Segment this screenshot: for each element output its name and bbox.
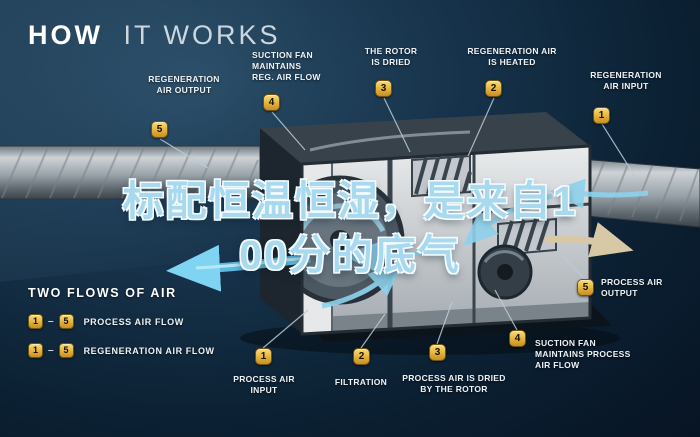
page-title: HOW IT WORKS [28, 20, 281, 51]
legend-badge-end: 5 [58, 314, 74, 329]
legend-badge-end: 5 [58, 343, 74, 358]
heater-panel [411, 154, 472, 198]
callout-badge-2-regen-heated: 2 [485, 80, 502, 97]
chinese-watermark-text: 标配恒温恒湿，是来自1 00分的底气 [0, 174, 700, 282]
legend-label-process-air-flow: PROCESS AIR FLOW [83, 316, 184, 327]
callout-label-process-air-output: PROCESS AIR OUTPUT [601, 277, 663, 299]
callout-label-regen-air-heated: REGENERATION AIR IS HEATED [467, 46, 557, 68]
process-air-output-arrow [544, 222, 634, 258]
callout-badge-3-process-dried: 3 [429, 344, 446, 361]
regen-air-input-arrow [549, 178, 649, 209]
callout-badge-1-process-input: 1 [255, 348, 272, 365]
legend-row-process-air-flow: 1 – 5 PROCESS AIR FLOW [28, 314, 215, 329]
legend-badge-start: 1 [28, 314, 43, 329]
callout-lines [159, 97, 637, 349]
legend-two-flows-of-air: TWO FLOWS OF AIR 1 – 5 PROCESS AIR FLOW … [28, 286, 215, 372]
title-word-how: HOW [28, 20, 103, 50]
callout-label-regen-air-output: REGENERATION AIR OUTPUT [148, 74, 220, 96]
callout-badge-5-regen-output: 5 [151, 121, 168, 138]
callout-label-regen-air-input: REGENERATION AIR INPUT [590, 70, 662, 92]
callout-badge-4-suction-fan-reg: 4 [263, 94, 280, 111]
callout-label-filtration: FILTRATION [334, 377, 388, 387]
suction-fan [477, 244, 533, 300]
title-word-it-works: IT WORKS [123, 20, 281, 50]
legend-range-separator: – [48, 316, 54, 327]
legend-title: TWO FLOWS OF AIR [28, 286, 177, 300]
machine-left-panel [260, 128, 302, 334]
callout-badge-4-suction-fan-process: 4 [509, 330, 526, 347]
callout-badge-1-regen-input: 1 [593, 107, 610, 124]
callout-badge-2-filtration: 2 [353, 348, 370, 365]
left-duct [0, 145, 261, 200]
legend-label-regeneration-air-flow: REGENERATION AIR FLOW [83, 345, 215, 356]
legend-range-separator: – [48, 345, 54, 356]
legend-row-regeneration-air-flow: 1 – 5 REGENERATION AIR FLOW [28, 343, 215, 358]
legend-badge-start: 1 [28, 343, 43, 358]
callout-badge-3-rotor-dried: 3 [375, 80, 392, 97]
interior-airflow-arrows [321, 193, 553, 309]
callout-label-rotor-is-dried: THE ROTOR IS DRIED [364, 46, 418, 68]
watermark-line-1: 标配恒温恒湿，是来自1 [122, 178, 578, 224]
callout-label-process-air-input: PROCESS AIR INPUT [233, 374, 295, 396]
watermark-line-2: 00分的底气 [239, 232, 461, 279]
machine-body [240, 112, 620, 355]
callout-label-suction-fan-process: SUCTION FAN MAINTAINS PROCESS AIR FLOW [535, 338, 631, 371]
callout-label-process-air-dried: PROCESS AIR IS DRIED BY THE ROTOR [402, 373, 506, 395]
callout-badge-5-process-output: 5 [577, 279, 594, 296]
external-airflow-arrows [166, 178, 649, 292]
callout-label-suction-fan-reg: SUCTION FAN MAINTAINS REG. AIR FLOW [252, 50, 321, 83]
